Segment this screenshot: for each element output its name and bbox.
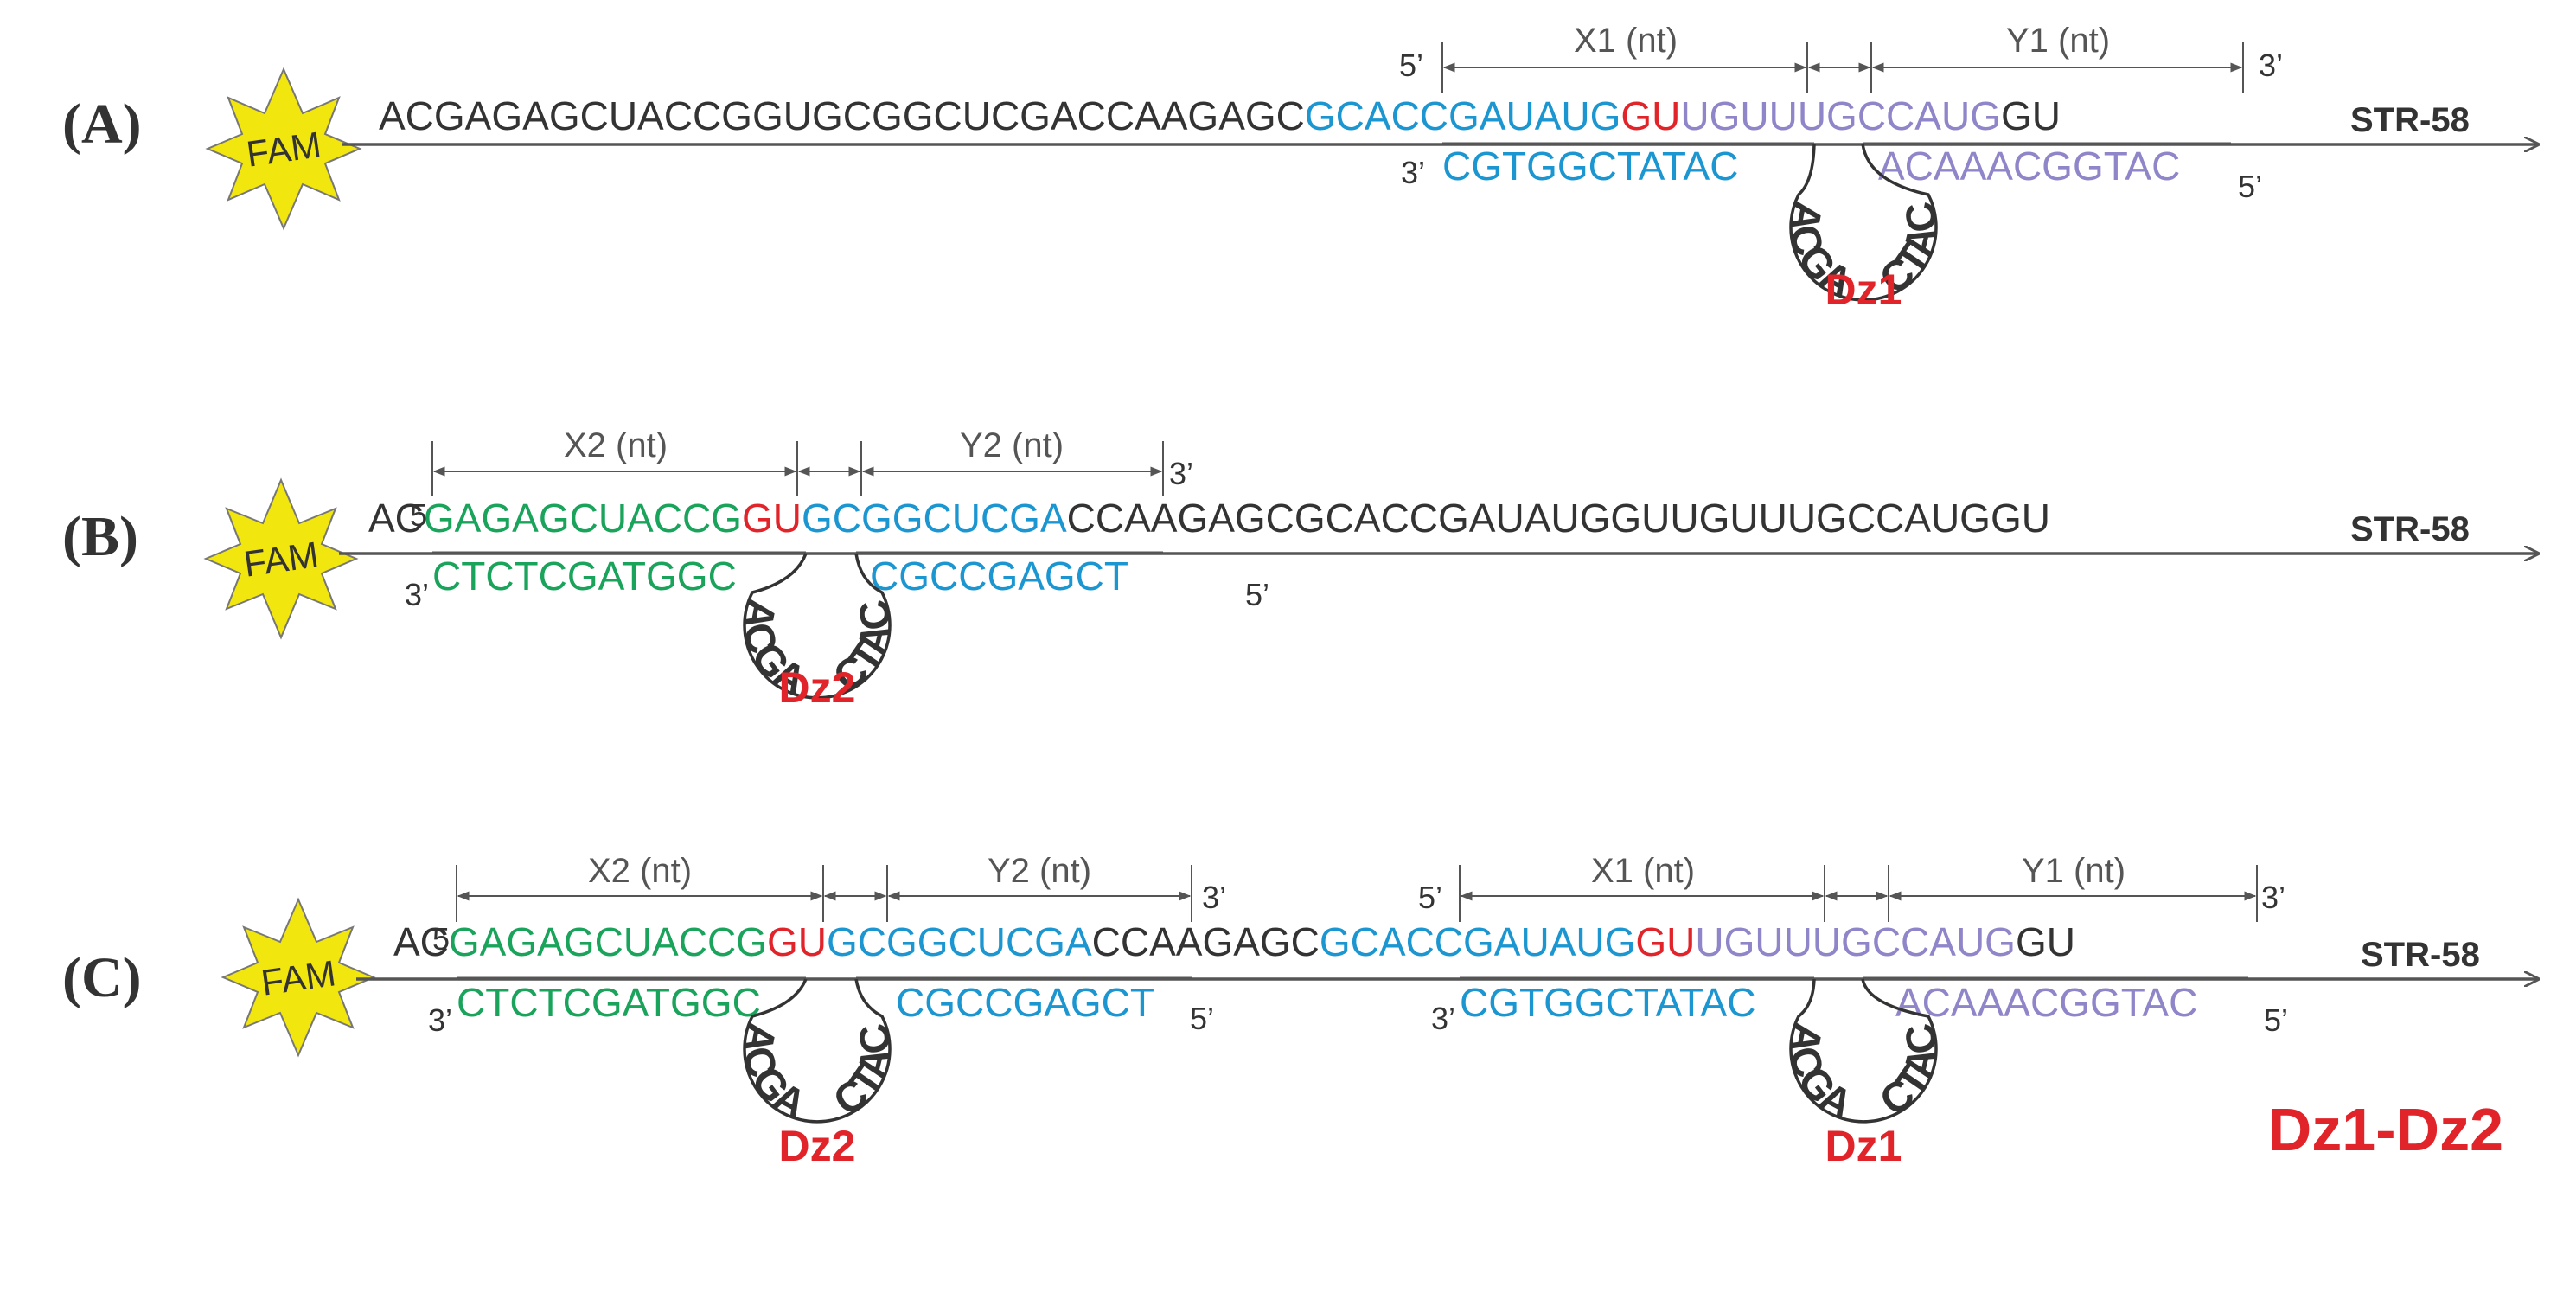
prime-5-arm-a: 5’ bbox=[2238, 169, 2262, 204]
prime-5-top-c-left: 5 bbox=[432, 921, 450, 957]
prime-3-arm-b: 3’ bbox=[405, 577, 429, 612]
binding-arm-x1-a: CGTGGCTATAC bbox=[1442, 144, 1738, 189]
panel-label-a: (A) bbox=[62, 93, 142, 156]
prime-3-arm-a: 3’ bbox=[1401, 155, 1425, 190]
prime-5-top-c-right: 5’ bbox=[1418, 880, 1442, 915]
fam-star-b bbox=[203, 477, 359, 640]
dz1-label-a: Dz1 bbox=[1825, 266, 1902, 314]
loop-sequence-right-a: GGCTA bbox=[0, 0, 16, 10]
fam-star-c bbox=[221, 897, 376, 1058]
x2-label-c: X2 (nt) bbox=[588, 852, 692, 890]
substrate-sequence-a: ACGAGAGCUACCGGUGCGGCUCGACCAAGAGCGCACCGAU… bbox=[379, 93, 2061, 138]
x1-label-c: X1 (nt) bbox=[1591, 852, 1695, 890]
y2-label-b: Y2 (nt) bbox=[960, 426, 1064, 464]
loop-sequence-right-b: GGCTA bbox=[0, 0, 16, 10]
loop-sequence-c-dz2: ACGA bbox=[733, 1019, 813, 1129]
dz2-loop-c bbox=[743, 978, 892, 1124]
loop-sequence-c-dz1: ACGA bbox=[1780, 1019, 1859, 1129]
dz2-loop-b bbox=[743, 553, 892, 700]
dz1-loop-a bbox=[1789, 143, 1938, 302]
prime-3-top-a: 3’ bbox=[2259, 48, 2283, 83]
panel-label-c: (C) bbox=[62, 946, 142, 1009]
prime-3-top-b: 3’ bbox=[1169, 456, 1193, 491]
x1-label-a: X1 (nt) bbox=[1574, 22, 1678, 60]
binding-arm-x1-c: CGTGGCTATAC bbox=[1460, 980, 1755, 1025]
prime-3-arm-c-right: 3’ bbox=[1431, 1001, 1455, 1036]
prime-5-arm-b: 5’ bbox=[1245, 577, 1269, 612]
dz1-loop-c bbox=[1789, 978, 1938, 1124]
binding-arm-x2-c: CTCTCGATGGC bbox=[457, 980, 761, 1025]
binding-arm-y1-c: ACAAACGGTAC bbox=[1895, 980, 2197, 1025]
loop-sequence-right-c-dz1: GGCTA bbox=[0, 0, 16, 10]
target-label-b: STR-58 bbox=[2350, 510, 2470, 548]
target-label-c: STR-58 bbox=[2361, 936, 2480, 974]
loop-sequence-right-c-dz2: GGCTA bbox=[0, 0, 16, 10]
prime-5-top-b: 5 bbox=[410, 497, 427, 533]
y1-label-a: Y1 (nt) bbox=[2006, 22, 2110, 60]
binding-arm-x2-b: CTCTCGATGGC bbox=[432, 554, 737, 599]
panel-a: (A) FAM STR-58 ACGAGAGCUACCGGUGCGGCUCGAC… bbox=[0, 0, 2538, 314]
prime-5-top-a: 5’ bbox=[1399, 48, 1423, 83]
substrate-sequence-c: ACGAGAGCUACCGGUGCGGCUCGACCAAGAGCGCACCGAU… bbox=[393, 919, 2075, 964]
panel-label-b: (B) bbox=[62, 505, 138, 568]
y2-label-c: Y2 (nt) bbox=[988, 852, 1091, 890]
x2-label-b: X2 (nt) bbox=[564, 426, 668, 464]
fam-star-a bbox=[205, 67, 362, 231]
substrate-sequence-b: ACGAGAGCUACCGGUGCGGCUCGACCAAGAGCGCACCGAU… bbox=[368, 496, 2050, 541]
dz1-dz2-title: Dz1-Dz2 bbox=[2268, 1096, 2503, 1163]
target-label-a: STR-58 bbox=[2350, 101, 2470, 139]
binding-arm-y2-b: CGCCGAGCT bbox=[870, 554, 1128, 599]
prime-5-arm-c-right: 5’ bbox=[2264, 1002, 2288, 1038]
dz2-label-c: Dz2 bbox=[779, 1122, 856, 1170]
binding-arm-y2-c: CGCCGAGCT bbox=[896, 980, 1154, 1025]
prime-3-arm-c-left: 3’ bbox=[428, 1002, 452, 1038]
y1-label-c: Y1 (nt) bbox=[2022, 852, 2125, 890]
prime-5-arm-c-left: 5’ bbox=[1190, 1001, 1214, 1036]
prime-3-top-c-right: 3’ bbox=[2261, 880, 2285, 915]
binding-arm-y1-a: ACAAACGGTAC bbox=[1878, 144, 2180, 189]
dz1-label-c: Dz1 bbox=[1825, 1122, 1902, 1170]
prime-3-top-c-left: 3’ bbox=[1202, 880, 1226, 915]
dz2-label-b: Dz2 bbox=[779, 663, 856, 712]
